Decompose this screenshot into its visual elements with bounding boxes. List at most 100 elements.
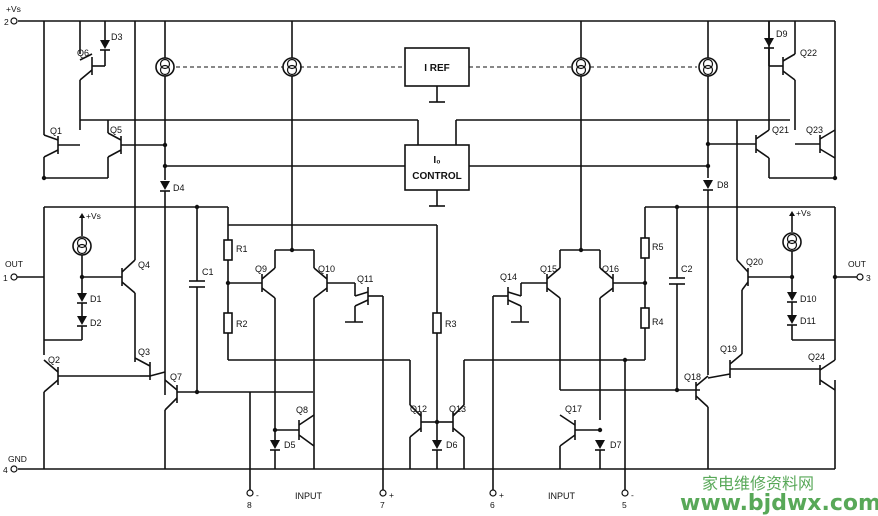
diode-d9: D9 (764, 21, 788, 66)
diode-d2: D2 (44, 316, 102, 341)
q3-label: Q3 (138, 347, 150, 357)
q19-label: Q19 (720, 344, 737, 354)
q17-label: Q17 (565, 404, 582, 414)
watermark-url: www.bjdwx.com (680, 491, 878, 516)
transistor-q24: Q24 (808, 352, 836, 391)
d9-label: D9 (776, 29, 788, 39)
r3-label: R3 (445, 319, 457, 329)
io-control-label-1: I₀ (433, 155, 440, 166)
q8-label: Q8 (296, 405, 308, 415)
in5-sign: - (631, 490, 634, 500)
d7-label: D7 (610, 440, 622, 450)
q1-label: Q1 (50, 126, 62, 136)
out1-pin-label: OUT (5, 259, 23, 269)
junction-dots (41, 141, 838, 433)
transistor-q23: Q23 (795, 125, 836, 159)
out3-terminal (856, 273, 864, 281)
diode-d5: D5 (270, 410, 296, 469)
c2-label: C2 (681, 264, 693, 274)
r4-label: R4 (652, 317, 664, 327)
q6-label: Q6 (77, 48, 89, 58)
q5-label: Q5 (110, 125, 122, 135)
transistor-q21: Q21 (708, 21, 789, 178)
transistor-q17: Q17 (559, 404, 600, 469)
q18-label: Q18 (684, 372, 701, 382)
resistor-r1: R1 (223, 225, 248, 313)
diode-d7: D7 (595, 440, 622, 469)
transistor-q8: Q8 (275, 405, 315, 447)
out1-pin-number: 1 (3, 273, 8, 283)
r1-label: R1 (236, 244, 248, 254)
d1-label: D1 (90, 294, 102, 304)
q13-label: Q13 (449, 404, 466, 414)
transistor-q6: Q6 (77, 21, 105, 130)
ground-rail (10, 380, 836, 473)
diode-d8: D8 (703, 180, 729, 375)
current-source-local-right: +Vs (782, 208, 811, 292)
supply-rail (10, 17, 836, 180)
q16-label: Q16 (602, 264, 619, 274)
resistor-r2: R2 (223, 312, 410, 361)
resistor-r5: R5 (640, 207, 664, 308)
d2-label: D2 (90, 318, 102, 328)
diode-d6: D6 (432, 440, 458, 469)
in8-sign: - (256, 490, 259, 500)
resistor-r4: R4 (640, 307, 664, 360)
q12-label: Q12 (410, 404, 427, 414)
in6-terminal (489, 489, 497, 497)
diode-d10: D10 (787, 292, 817, 315)
transistor-q11: Q11 (345, 274, 384, 490)
vs-pin-number: 2 (4, 17, 9, 27)
d5-label: D5 (284, 440, 296, 450)
transistor-q20: Q20 (736, 120, 790, 291)
diode-d1: D1 (77, 293, 102, 316)
diode-d11: D11 (787, 315, 835, 341)
transistor-q13: Q13 (437, 360, 466, 469)
iref-label: I REF (424, 63, 450, 74)
gnd-pin-number: 4 (3, 465, 8, 475)
q15-label: Q15 (540, 264, 557, 274)
current-source-mid-right (571, 21, 591, 250)
transistor-q12: Q12 (409, 360, 437, 469)
transistor-q3: Q3 (134, 347, 166, 380)
input-label-right: INPUT (548, 491, 576, 501)
q2-label: Q2 (48, 355, 60, 365)
transistor-q18: Q18 (684, 372, 709, 469)
q9-label: Q9 (255, 264, 267, 274)
io-control-block: I₀ CONTROL (404, 144, 470, 207)
transistor-q2: Q2 (43, 355, 140, 469)
d8-label: D8 (717, 180, 729, 190)
in5-terminal (621, 489, 629, 497)
in6-sign: + (499, 490, 504, 500)
input-label-left: INPUT (295, 491, 323, 501)
watermark-cn: 家电维修资料网 (702, 474, 814, 493)
in7-terminal (379, 489, 387, 497)
out3-pin-number: 3 (866, 273, 871, 283)
q24-label: Q24 (808, 352, 825, 362)
transistor-q5: Q5 (44, 120, 165, 179)
transistor-q4: Q4 (82, 259, 150, 362)
transistor-q10: Q10 (313, 250, 355, 469)
io-control-label-2: CONTROL (412, 171, 461, 182)
q10-label: Q10 (318, 264, 335, 274)
d3-label: D3 (111, 32, 123, 42)
q11-label: Q11 (357, 274, 373, 284)
d10-label: D10 (800, 294, 817, 304)
transistor-q22: Q22 (769, 21, 817, 130)
q20-label: Q20 (746, 257, 763, 267)
transistor-q16: Q16 (599, 250, 645, 420)
r5-label: R5 (652, 242, 664, 252)
d11-label: D11 (800, 316, 816, 326)
gnd-pin-label: GND (8, 454, 27, 464)
in5-number: 5 (622, 500, 627, 510)
d6-label: D6 (446, 440, 458, 450)
transistor-q14: Q14 (492, 272, 547, 490)
in7-sign: + (389, 490, 394, 500)
q23-label: Q23 (806, 125, 823, 135)
in6-number: 6 (490, 500, 495, 510)
in8-terminal (246, 489, 254, 497)
in7-number: 7 (380, 500, 385, 510)
q7-label: Q7 (170, 372, 182, 382)
q22-label: Q22 (800, 48, 817, 58)
current-source-left (155, 21, 175, 180)
